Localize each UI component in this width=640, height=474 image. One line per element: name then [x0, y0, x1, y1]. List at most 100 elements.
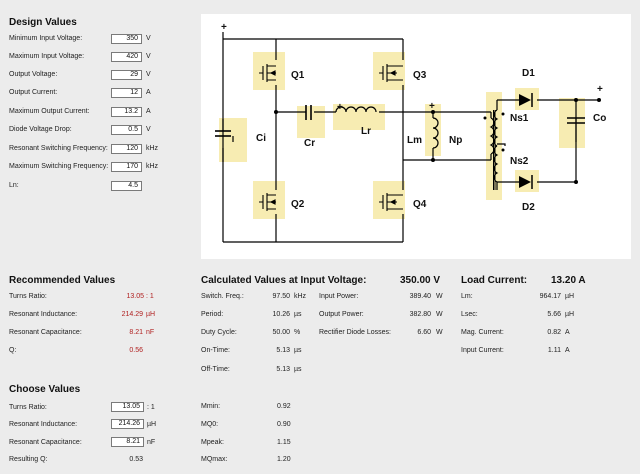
rec-cap-unit: nF: [146, 329, 155, 336]
max-input-voltage-label: Maximum Input Voltage:: [9, 53, 85, 60]
load-current-title: Load Current:: [461, 275, 528, 286]
choose-ind-input[interactable]: 214.26: [111, 419, 144, 429]
off-time-value: 5.13: [276, 366, 290, 373]
diode-losses-unit: W: [436, 329, 443, 336]
diode-losses-value: 6.60: [417, 329, 431, 336]
on-time-label: On-Time:: [201, 347, 230, 354]
rec-turns-unit: : 1: [146, 293, 154, 300]
output-current-unit: A: [146, 89, 151, 96]
duty-cycle-label: Duty Cycle:: [201, 329, 237, 336]
period-label: Period:: [201, 311, 224, 318]
rec-ind-value: 214.29: [121, 311, 143, 318]
diode-drop-label: Diode Voltage Drop:: [9, 126, 72, 133]
mqmax-label: MQmax:: [201, 456, 228, 463]
lsec-label: Lsec:: [461, 311, 478, 318]
min-input-voltage-input[interactable]: 350: [111, 34, 142, 44]
ln-input[interactable]: 4.5: [111, 181, 142, 191]
duty-cycle-value: 50.00: [272, 329, 290, 336]
max-input-voltage-input[interactable]: 420: [111, 52, 142, 62]
highlight-boxes: [219, 52, 585, 219]
max-output-current-input[interactable]: 13.2: [111, 107, 142, 117]
input-plus-sign: +: [221, 22, 227, 33]
diode-drop-unit: V: [146, 126, 151, 133]
output-power-label: Output Power:: [319, 311, 364, 318]
load-current-value: 13.20 A: [551, 275, 586, 286]
co-symbol: [567, 117, 585, 124]
q1-symbol: [259, 64, 276, 82]
switch-freq-label: Switch. Freq.:: [201, 293, 244, 300]
output-voltage-unit: V: [146, 71, 151, 78]
ci-label: Ci: [256, 133, 266, 144]
llc-schematic: Q1 Q3 Q2 Q4 Ci Cr Lr Lm Np Ns1 Ns2 D1 D2…: [201, 14, 631, 259]
rec-ind-unit: µH: [146, 311, 156, 318]
ns2-label: Ns2: [510, 156, 529, 167]
period-unit: µs: [294, 311, 302, 318]
choose-ind-label: Resonant Inductance:: [9, 421, 78, 428]
diode-drop-input[interactable]: 0.5: [111, 125, 142, 135]
q4-label: Q4: [413, 199, 427, 210]
ci-symbol: [215, 130, 231, 137]
rec-turns-value: 13.05: [126, 293, 144, 300]
cr-label: Cr: [304, 138, 315, 149]
mpeak-label: Mpeak:: [201, 439, 224, 446]
output-current-input[interactable]: 12: [111, 88, 142, 98]
rec-cap-value: 8.21: [129, 329, 143, 336]
mag-current-unit: A: [565, 329, 570, 336]
d2-symbol: [519, 175, 533, 189]
lr-symbol: [335, 106, 377, 113]
choose-cap-input[interactable]: 8.21: [111, 437, 144, 447]
switch-freq-value: 97.50: [272, 293, 290, 300]
choose-turns-input[interactable]: 13.05: [111, 402, 144, 412]
lsec-value: 5.66: [547, 311, 561, 318]
mag-current-label: Mag. Current:: [461, 329, 504, 336]
ln-label: Ln:: [9, 182, 19, 189]
d2-label: D2: [522, 202, 535, 213]
calculated-title: Calculated Values at Input Voltage:: [201, 275, 367, 286]
period-value: 10.26: [272, 311, 290, 318]
output-power-unit: W: [436, 311, 443, 318]
d1-label: D1: [522, 68, 535, 79]
q2-highlight: [253, 181, 285, 219]
mmin-label: Mmin:: [201, 403, 221, 410]
output-plus-sign: +: [597, 84, 603, 95]
max-freq-input[interactable]: 170: [111, 162, 142, 172]
off-time-unit: µs: [294, 366, 302, 373]
mag-current-value: 0.82: [547, 329, 561, 336]
on-time-value: 5.13: [276, 347, 290, 354]
resonant-freq-label: Resonant Switching Frequency:: [9, 145, 108, 152]
choose-title: Choose Values: [9, 384, 81, 395]
co-label: Co: [593, 113, 606, 124]
lm-result-label: Lm:: [461, 293, 473, 300]
output-power-value: 382.80: [409, 311, 431, 318]
mmin-value: 0.92: [277, 403, 291, 410]
q2-symbol: [259, 193, 276, 211]
lm-highlight: [425, 104, 441, 156]
diode-losses-label: Rectifier Diode Losses:: [319, 329, 391, 336]
choose-ind-unit: µH: [147, 421, 157, 428]
lr-highlight: [333, 104, 385, 130]
q1-highlight: [253, 52, 285, 90]
max-input-voltage-unit: V: [146, 53, 151, 60]
rec-cap-label: Resonant Capacitance:: [9, 329, 82, 336]
q3-symbol: [379, 64, 403, 82]
max-freq-unit: kHz: [146, 163, 159, 170]
lm-result-value: 964.17: [539, 293, 561, 300]
q2-label: Q2: [291, 199, 305, 210]
lm-symbol: [432, 117, 439, 149]
on-time-unit: µs: [294, 347, 302, 354]
choose-cap-unit: nF: [147, 439, 156, 446]
input-power-value: 389.40: [409, 293, 431, 300]
choose-turns-unit: : 1: [147, 404, 155, 411]
output-voltage-input[interactable]: 29: [111, 70, 142, 80]
min-input-voltage-label: Minimum Input Voltage:: [9, 35, 83, 42]
off-time-label: Off-Time:: [201, 366, 230, 373]
rec-q-label: Q:: [9, 347, 17, 354]
max-output-current-unit: A: [146, 108, 151, 115]
cr-symbol: [305, 105, 312, 120]
resonant-freq-input[interactable]: 120: [111, 144, 142, 154]
lm-result-unit: µH: [565, 293, 575, 300]
lr-plus-sign: +: [337, 102, 343, 113]
rec-turns-label: Turns Ratio:: [9, 293, 47, 300]
q3-highlight: [373, 52, 405, 90]
lm-label: Lm: [407, 135, 422, 146]
